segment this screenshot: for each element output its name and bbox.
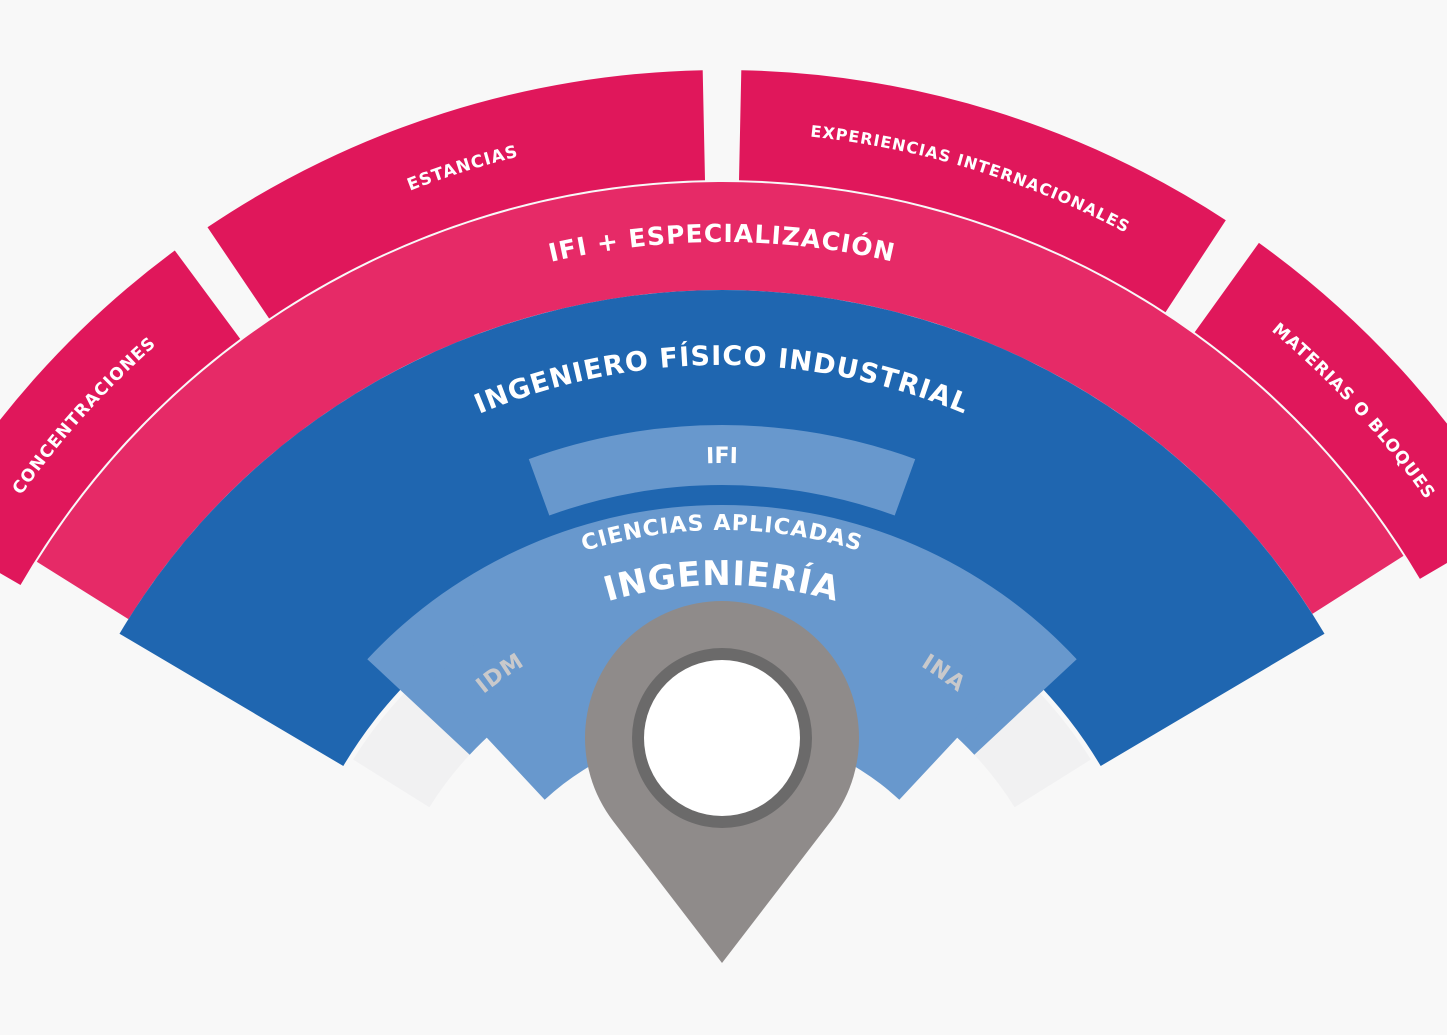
location-pin-icon	[584, 601, 859, 963]
materias-o-bloques-segment	[1194, 242, 1447, 579]
pin-hole	[644, 660, 800, 816]
experiencias-internacionales-segment	[739, 70, 1226, 313]
ifi-panel	[528, 425, 916, 516]
concentraciones-segment	[0, 250, 241, 585]
estancias-segment	[207, 70, 705, 319]
ifi-especializacion-band	[36, 181, 1404, 620]
ifi-text: IFI	[706, 444, 738, 469]
ifi-label: IFI	[706, 444, 738, 469]
